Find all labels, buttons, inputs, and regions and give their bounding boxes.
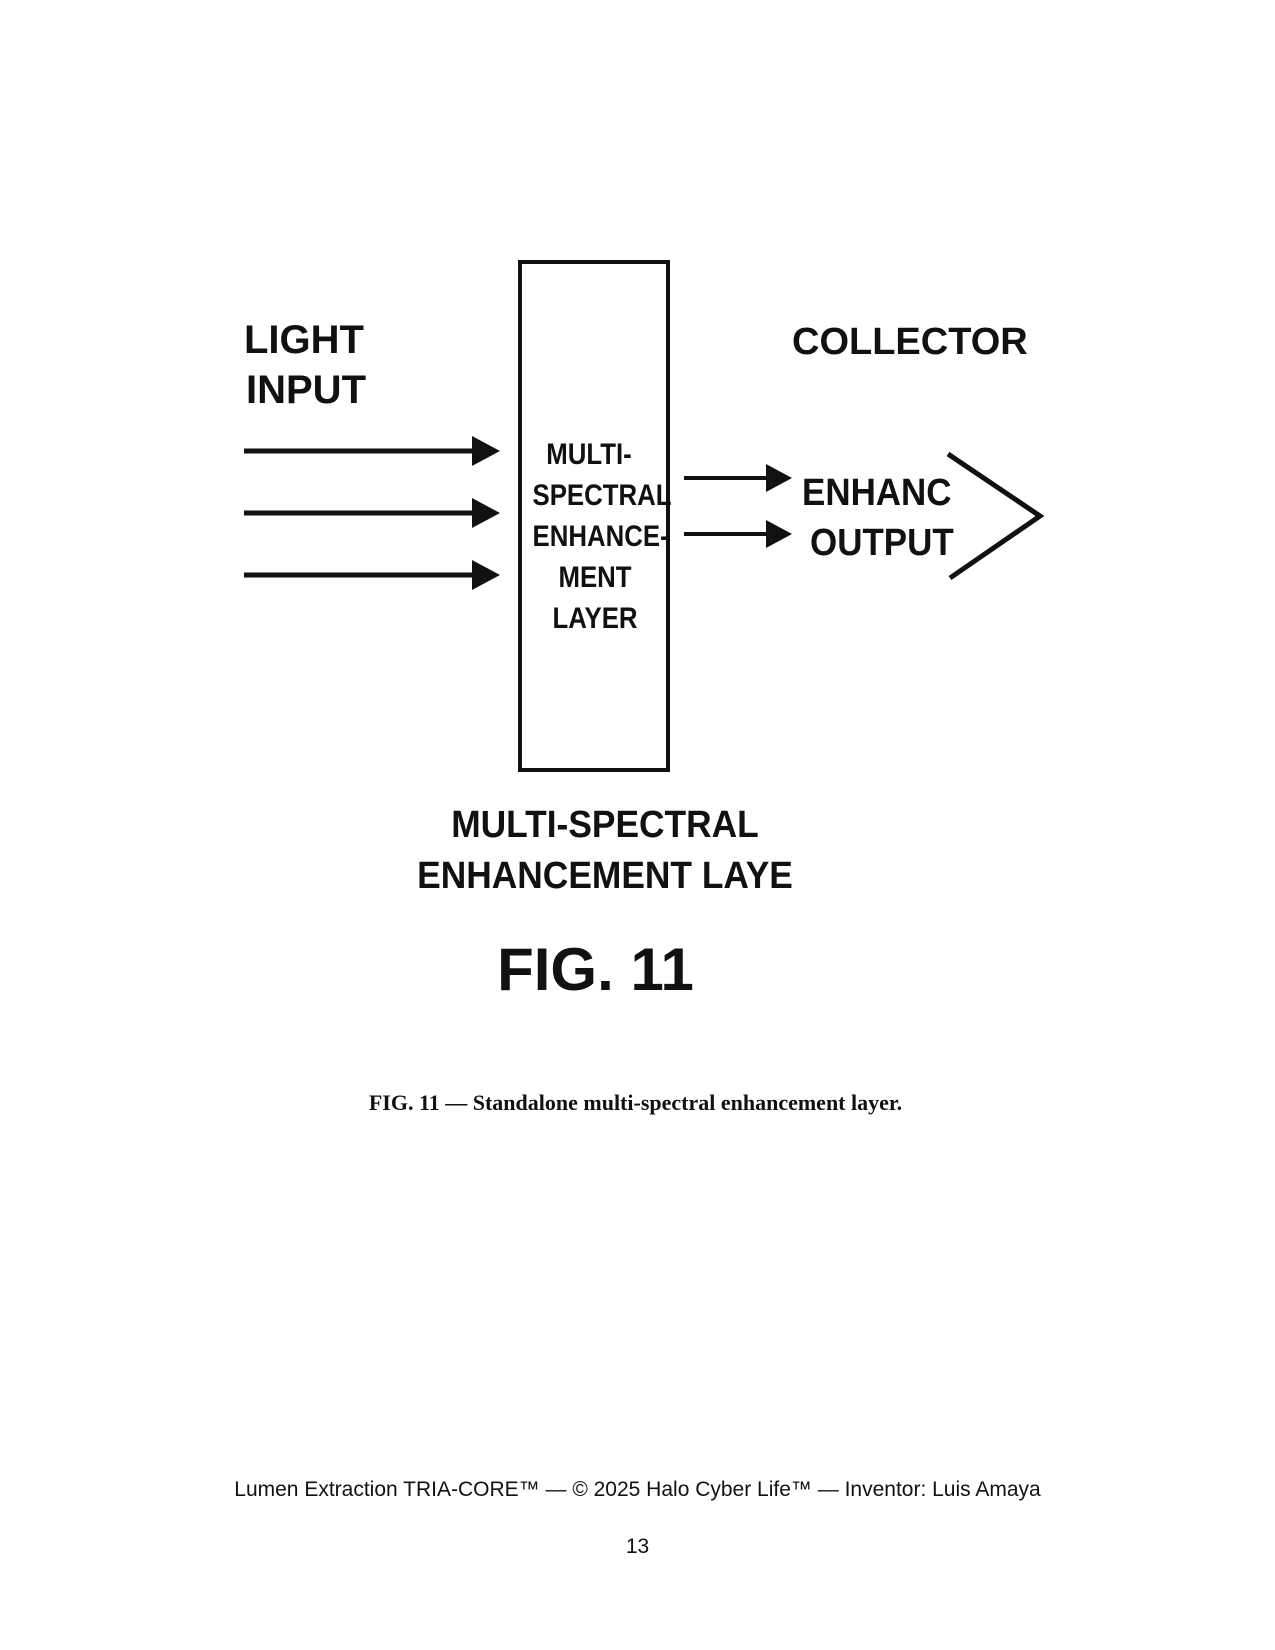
- diagram-title-line2: ENHANCEMENT LAYE: [417, 855, 793, 897]
- output-arrow-1: [684, 464, 792, 492]
- page-footer: Lumen Extraction TRIA-CORE™ — © 2025 Hal…: [234, 1478, 1041, 1501]
- enhancement-layer-box: [518, 260, 670, 772]
- output-label-line2: OUTPUT: [810, 522, 954, 564]
- figure-label-text: FIG. 11: [497, 936, 694, 1003]
- output-arrow-2: [684, 520, 792, 548]
- collector-chevron: [946, 451, 1045, 581]
- layer-box-text-line2: SPECTRAL: [532, 479, 672, 512]
- output-label-line1: ENHANC: [802, 472, 952, 514]
- diagram-title-line1: MULTI-SPECTRAL: [451, 804, 759, 846]
- layer-box-text-line1: MULTI-: [546, 438, 632, 471]
- input-arrow-2: [244, 498, 500, 528]
- figure-caption: FIG. 11 — Standalone multi-spectral enha…: [0, 1090, 1275, 1116]
- collector-label: COLLECTOR: [792, 321, 1028, 363]
- layer-box-text-line4: MENT: [558, 561, 632, 594]
- layer-box-text-line5: LAYER: [552, 602, 638, 635]
- light-input-label-line2: INPUT: [246, 368, 366, 412]
- light-input-label-line1: LIGHT: [244, 318, 364, 362]
- layer-box-text-line3: ENHANCE-: [532, 520, 669, 553]
- input-arrow-1: [244, 436, 500, 466]
- figure-label: FIG. 11: [0, 940, 1275, 1000]
- page-number: 13: [625, 1535, 650, 1558]
- figure-caption-text: FIG. 11 — Standalone multi-spectral enha…: [368, 1090, 903, 1115]
- input-arrow-3: [244, 560, 500, 590]
